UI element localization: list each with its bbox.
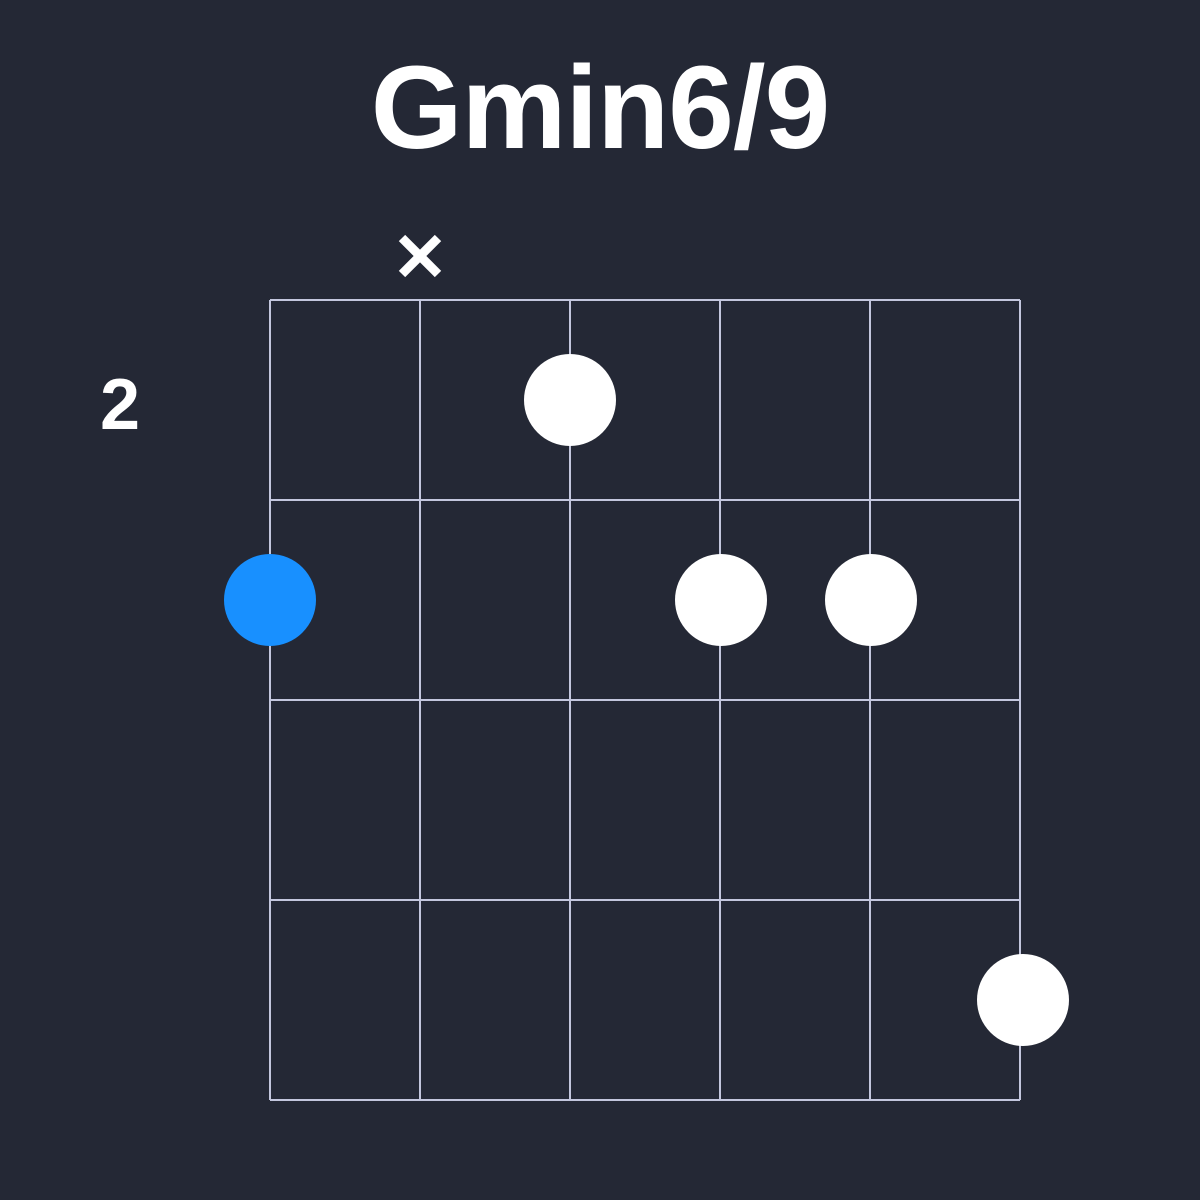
finger-dot bbox=[977, 954, 1069, 1046]
chord-title: Gmin6/9 bbox=[370, 42, 831, 174]
finger-dot bbox=[524, 354, 616, 446]
finger-dot bbox=[825, 554, 917, 646]
x-stroke bbox=[398, 234, 442, 278]
string-markers bbox=[398, 234, 442, 278]
fretboard-grid bbox=[269, 299, 1021, 1101]
root-dot bbox=[224, 554, 316, 646]
finger-dot bbox=[675, 554, 767, 646]
finger-dots bbox=[224, 354, 1069, 1046]
base-fret-label: 2 bbox=[99, 365, 141, 445]
muted-string-icon bbox=[398, 234, 442, 278]
